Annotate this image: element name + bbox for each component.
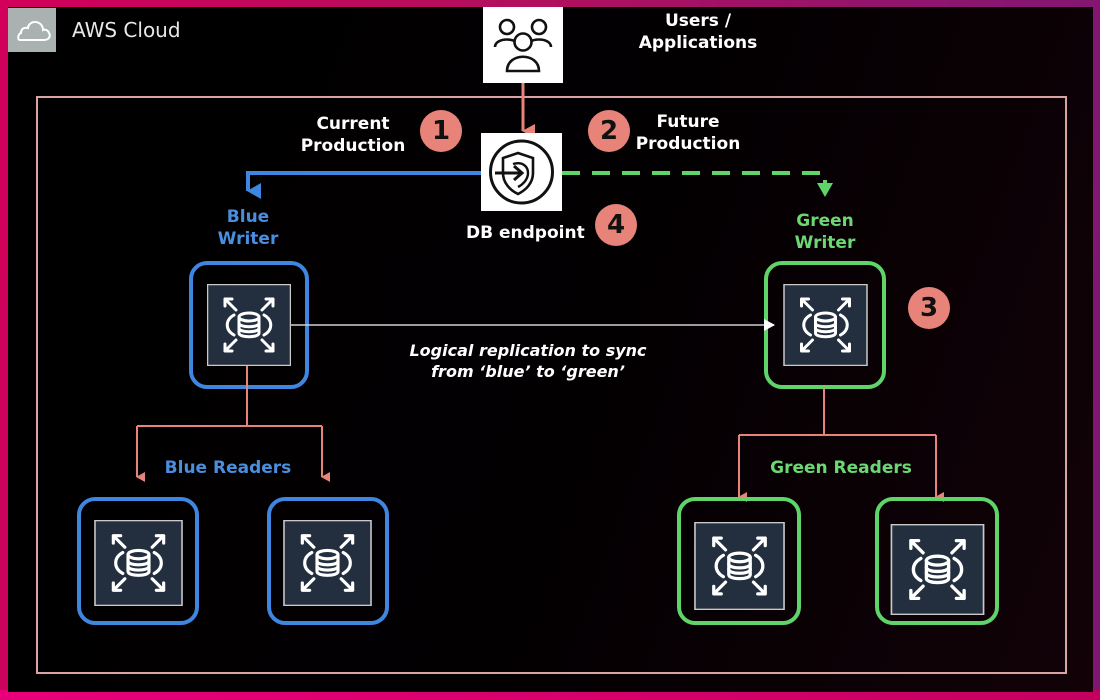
replication-label: Logical replication to sync from ‘blue’ … <box>388 340 668 382</box>
future-production-label: Future Production <box>633 111 743 155</box>
endpoint-shield-icon <box>481 133 562 211</box>
green-readers-connector <box>738 387 944 502</box>
green-reader-node-2[interactable] <box>875 497 999 625</box>
blue-readers-connector <box>136 366 330 482</box>
replication-line2: from ‘blue’ to ‘green’ <box>431 362 625 381</box>
green-reader-node-1[interactable] <box>677 497 801 625</box>
blue-writer-line1: Blue <box>226 207 270 227</box>
current-production-line2: Production <box>300 136 406 156</box>
step-badge-2: 2 <box>588 110 630 152</box>
aws-cloud-title: AWS Cloud <box>72 18 181 42</box>
future-production-line1: Future <box>656 112 720 132</box>
cloud-icon <box>8 8 56 52</box>
future-production-line2: Production <box>635 134 741 154</box>
current-production-arrow <box>246 171 481 199</box>
blue-writer-node[interactable] <box>189 261 309 389</box>
current-production-line1: Current <box>316 114 390 134</box>
green-writer-node[interactable] <box>764 261 886 389</box>
green-writer-label: Green Writer <box>775 210 875 254</box>
step-badge-3: 3 <box>908 287 950 329</box>
vpc-container-border <box>36 96 1067 674</box>
step-badge-1: 1 <box>420 110 462 152</box>
step-badge-4: 4 <box>595 204 637 246</box>
rds-database-icon <box>94 520 183 606</box>
users-label: Users / Applications <box>618 10 778 54</box>
users-icon <box>483 7 563 83</box>
future-production-arrow <box>562 171 827 190</box>
rds-database-icon <box>207 284 291 366</box>
blue-reader-node-1[interactable] <box>77 497 199 625</box>
users-label-line1: Users / <box>664 11 732 31</box>
green-readers-label: Green Readers <box>770 458 912 478</box>
rds-database-icon <box>890 524 985 615</box>
blue-reader-node-2[interactable] <box>267 497 389 625</box>
rds-database-icon <box>694 522 785 610</box>
db-endpoint-label: DB endpoint <box>466 223 585 243</box>
replication-line1: Logical replication to sync <box>409 341 647 360</box>
rds-database-icon <box>283 520 372 606</box>
green-writer-line1: Green <box>796 211 854 231</box>
architecture-diagram <box>8 7 1067 674</box>
aws-cloud-canvas: AWS Cloud Users / Applications Current P… <box>8 7 1093 692</box>
users-label-line2: Applications <box>638 33 758 53</box>
blue-writer-label: Blue Writer <box>200 206 296 250</box>
green-writer-line2: Writer <box>794 233 856 253</box>
blue-writer-line2: Writer <box>217 229 279 249</box>
future-production-arrowhead <box>817 183 833 197</box>
current-production-label: Current Production <box>298 113 408 157</box>
rds-database-icon <box>783 284 868 366</box>
blue-readers-label: Blue Readers <box>164 458 292 478</box>
